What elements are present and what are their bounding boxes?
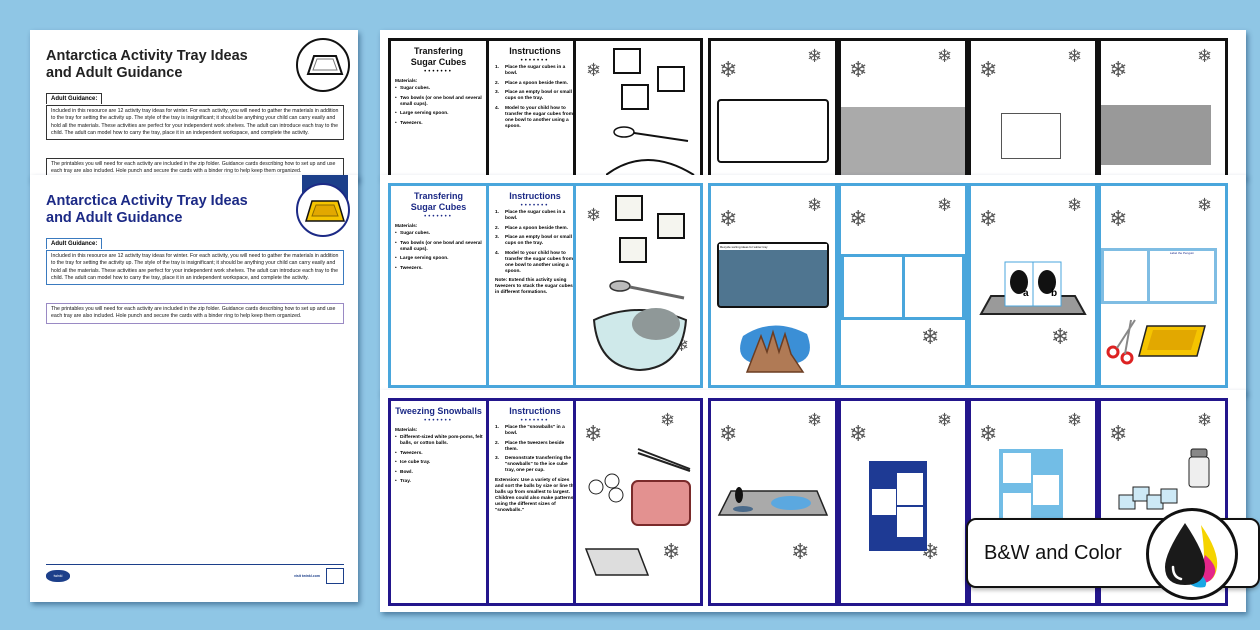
- tray-badge-bw: [296, 38, 350, 92]
- snowflake-icon: ❄: [979, 421, 998, 446]
- picture-card-label-penguin: ❄ ❄ Label the Penguin: [1098, 183, 1228, 388]
- picture-card-label-penguin-bw: ❄ ❄: [1098, 38, 1228, 178]
- snowflake-icon: ❄: [979, 57, 998, 82]
- snowflake-icon: ❄: [1109, 421, 1128, 446]
- snowflake-icon: ❄: [662, 539, 681, 564]
- document-title: Antarctica Activity Tray Ideas and Adult…: [46, 48, 248, 81]
- snowflake-icon: ❄: [1197, 46, 1213, 66]
- snowflake-icon: ❄: [937, 46, 953, 66]
- scissors-yellow-tray-illustration: [1106, 319, 1206, 365]
- adult-guidance-label: Adult Guidance:: [46, 238, 103, 249]
- svg-text:a: a: [1023, 288, 1029, 299]
- adult-guidance-label: Adult Guidance:: [46, 93, 103, 104]
- instruction-card-tweezing-snowballs: Tweezing Snowballs ••••••• Materials: Di…: [388, 398, 576, 606]
- sugar-cubes-spoon-bowl-illustration: [606, 48, 695, 175]
- svg-text:b: b: [1051, 288, 1057, 299]
- label-penguin-worksheet-image: Label the Penguin: [1101, 248, 1217, 304]
- label-penguin-worksheet-image: [1101, 105, 1211, 165]
- snowflake-icon: ❄: [979, 206, 998, 231]
- snowflake-icon: ❄: [1197, 195, 1213, 215]
- site-link: visit twinkl.com: [293, 574, 320, 578]
- bw-and-color-badge: B&W and Color: [966, 508, 1260, 600]
- snowflake-icon: ❄: [719, 421, 738, 446]
- picture-card-penguin-letters: ❄ ❄ ❄ a b: [968, 183, 1098, 388]
- snowflake-icon: ❄: [791, 539, 810, 564]
- twinkl-badge-icon: [326, 568, 344, 584]
- tray-icon: [306, 55, 344, 75]
- snowflake-icon: ❄: [807, 410, 823, 430]
- twinkl-logo: twinkl: [46, 570, 70, 582]
- snowflake-icon: ❄: [586, 60, 602, 80]
- snowflake-icon: ❄: [849, 206, 868, 231]
- footer-divider: [46, 564, 344, 565]
- snowflake-icon: ❄: [849, 421, 868, 446]
- picture-card-counting: ❄ ❄ ❄: [838, 183, 968, 388]
- picture-card-thermometer: ❄ ❄ ❄: [838, 398, 968, 606]
- snowflake-icon: ❄: [1109, 57, 1128, 82]
- salt-shaker-ice-cubes-illustration: [1118, 448, 1210, 510]
- counting-worksheet-image: [841, 254, 965, 320]
- guidance-paragraph: Included in this resource are 12 activit…: [46, 105, 344, 141]
- penguin-ice-tray-illustration: [717, 487, 829, 516]
- picture-card-counting-bw: ❄ ❄: [838, 38, 968, 178]
- snowflake-icon: ❄: [1067, 410, 1083, 430]
- snowflake-icon: ❄: [586, 205, 602, 225]
- penguin-letter-cards-image: [1001, 113, 1061, 159]
- picture-card-snowballs: ❄ ❄ ❄: [573, 398, 703, 606]
- narwhal-worksheet-image: Recycle sorting ideas for winter tray: [717, 242, 829, 308]
- printables-paragraph: The printables you will need for each ac…: [46, 303, 344, 324]
- snowflake-icon: ❄: [849, 57, 868, 82]
- picture-card-sugar-cubes: ❄ ❄: [573, 183, 703, 388]
- snowflake-icon: ❄: [937, 410, 953, 430]
- counting-worksheet-image: [841, 107, 965, 177]
- tray-badge-color: [296, 183, 350, 237]
- picture-card-narwhal: ❄ ❄ Recycle sorting ideas for winter tra…: [708, 183, 838, 388]
- document-title: Antarctica Activity Tray Ideas and Adult…: [46, 193, 248, 226]
- snowflake-icon: ❄: [921, 324, 940, 349]
- hands-play-dough-illustration: [740, 325, 810, 373]
- narwhal-worksheet-image: [717, 99, 829, 163]
- snowflake-icon: ❄: [937, 195, 953, 215]
- snowflake-icon: ❄: [807, 195, 823, 215]
- thermometer-cards-image: [869, 461, 927, 551]
- snowflake-icon: ❄: [719, 57, 738, 82]
- ink-drops-icon: [1165, 523, 1218, 588]
- ink-drops-circle: [1146, 508, 1238, 600]
- guidance-paragraph: Included in this resource are 12 activit…: [46, 250, 344, 286]
- guidance-document-color: Antarctica Activity Tray Ideas and Adult…: [30, 175, 358, 602]
- penguin-letter-cards-on-tray-illustration: a b: [979, 261, 1087, 315]
- picture-card-penguin-letters-bw: ❄ ❄: [968, 38, 1098, 178]
- tweezers-pompoms-tray-illustration: [584, 448, 691, 576]
- yellow-tray-icon: [304, 200, 346, 222]
- snowflake-icon: ❄: [719, 206, 738, 231]
- snowflake-icon: ❄: [1109, 206, 1128, 231]
- snowflake-icon: ❄: [584, 421, 603, 446]
- picture-card-sugar-cubes-bw: ❄: [573, 38, 703, 178]
- picture-card-penguin-fish-tray: ❄ ❄ ❄: [708, 398, 838, 606]
- guidance-document-bw: Antarctica Activity Tray Ideas and Adult…: [30, 30, 358, 180]
- snowflake-icon: ❄: [1197, 410, 1213, 430]
- picture-card-narwhal-bw: ❄ ❄: [708, 38, 838, 178]
- snowflake-icon: ❄: [660, 410, 676, 430]
- snowflake-icon: ❄: [1067, 195, 1083, 215]
- snowflake-icon: ❄: [807, 46, 823, 66]
- badge-label: B&W and Color: [984, 542, 1122, 564]
- sugar-cubes-spoon-bowl-illustration: [592, 195, 688, 372]
- snowflake-icon: ❄: [1051, 324, 1070, 349]
- snowflake-icon: ❄: [1067, 46, 1083, 66]
